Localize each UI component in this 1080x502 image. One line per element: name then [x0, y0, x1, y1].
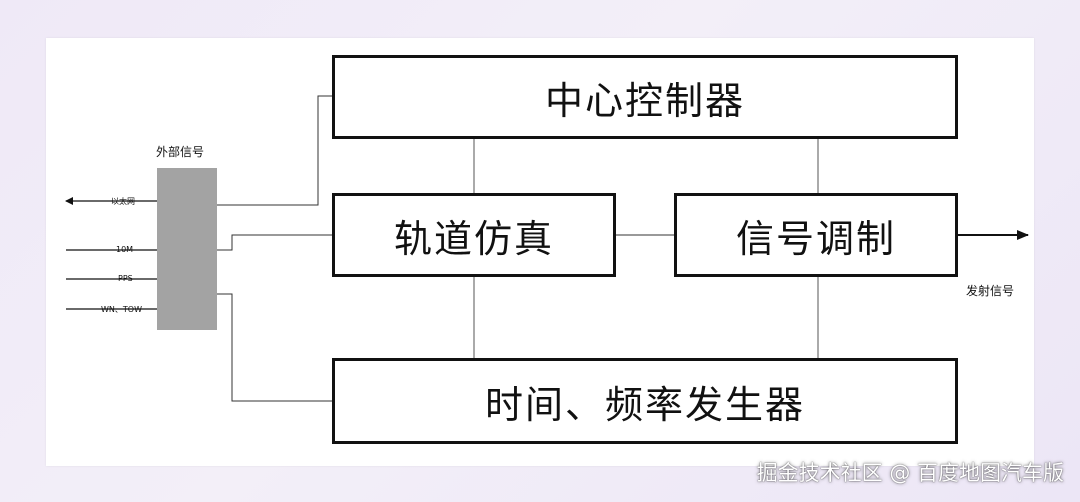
signal-modulation-label: 信号调制	[735, 216, 896, 261]
signal-modulation-block: 信号调制	[674, 193, 958, 277]
external-signals-title: 外部信号	[156, 145, 205, 159]
time-frequency-generator-label: 时间、频率发生器	[484, 382, 805, 427]
orbit-simulation-block: 轨道仿真	[332, 193, 616, 277]
ext-to-orbit-line	[217, 234, 334, 251]
central-controller-block: 中心控制器	[332, 55, 958, 139]
central-controller-label: 中心控制器	[544, 78, 745, 123]
ext-to-timefreq-line	[217, 293, 334, 402]
ext-to-controller-line	[217, 95, 334, 206]
external-signals-block	[157, 168, 217, 330]
time-frequency-generator-block: 时间、频率发生器	[332, 358, 958, 444]
input-label-wn-tow: WN、TOW	[101, 305, 142, 314]
watermark-text: 掘金技术社区 @ 百度地图汽车版	[756, 461, 1064, 485]
input-label-ethernet: 以太网	[111, 197, 135, 206]
transmit-signal-label: 发射信号	[966, 284, 1015, 298]
input-label-10m: 10M	[116, 245, 134, 254]
orbit-simulation-label: 轨道仿真	[393, 216, 554, 261]
input-label-pps: PPS	[118, 274, 133, 283]
